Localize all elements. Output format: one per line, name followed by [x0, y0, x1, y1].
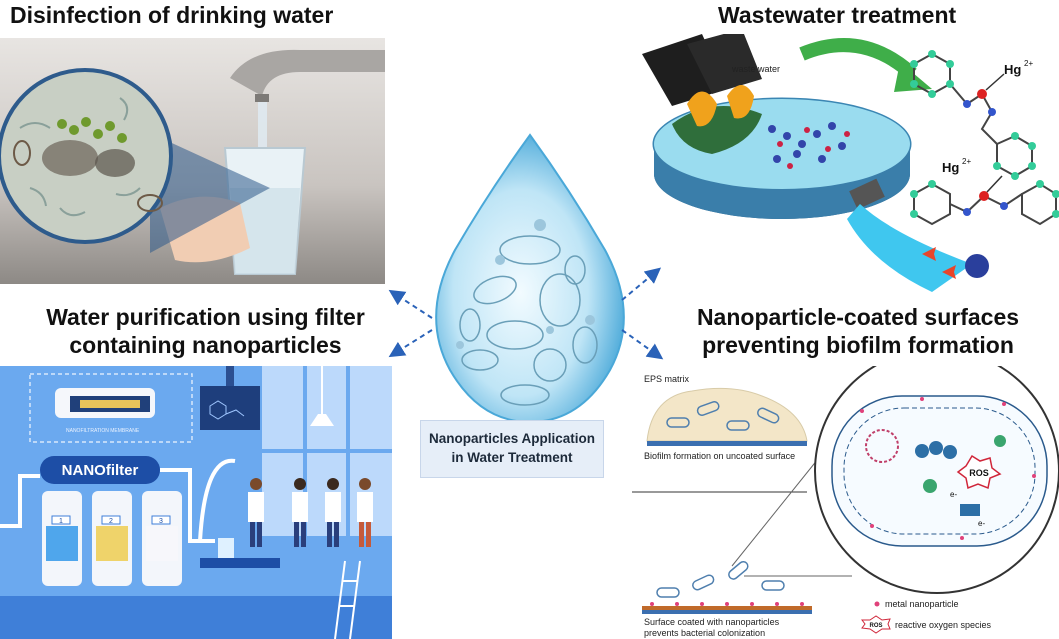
glass-icon [218, 538, 234, 558]
electron-label-1: e- [950, 490, 957, 499]
coated-surface-label-1: Surface coated with nanoparticles [644, 617, 780, 627]
stage-number-3: 3 [159, 518, 163, 525]
zoom-cone [150, 133, 270, 253]
legend-metal-label: metal nanoparticle [885, 599, 959, 609]
faucet-icon [230, 49, 385, 96]
center-caption: Nanoparticles Application in Water Treat… [420, 420, 604, 478]
wastewater-svg: waste water Hg 2+ [642, 34, 1059, 292]
nanofilter-tank [40, 456, 160, 484]
ros-icon [956, 454, 1002, 490]
title-filter-line1: Water purification using filter [46, 304, 365, 330]
uncoated-surface-label: Biofilm formation on uncoated surface [644, 451, 795, 461]
arrow-to-biofilm [621, 329, 664, 360]
title-filter-line2: containing nanoparticles [69, 332, 342, 358]
fish-icon-1 [922, 247, 936, 261]
title-biofilm-line1: Nanoparticle-coated surfaces [696, 304, 1020, 330]
hg-ion-charge-1: 2+ [1024, 59, 1033, 68]
biofilm-illustration: EPS matrix Biofilm formation on uncoated… [632, 366, 1059, 639]
arrow-to-filter [388, 329, 433, 358]
nanofilter-illustration: NANOFILTRATION MEMBRANE NANOfilter 1 2 3 [0, 366, 392, 639]
stage-number-1: 1 [59, 518, 63, 525]
title-biofilm-line2: preventing biofilm formation [702, 332, 1014, 358]
electron-label-2: e- [978, 519, 985, 528]
title-biofilm: Nanoparticle-coated surfaces preventing … [672, 303, 1044, 359]
legend-ros-label: reactive oxygen species [895, 620, 992, 630]
eps-matrix-label: EPS matrix [644, 374, 690, 384]
stage-number-2: 2 [109, 518, 113, 525]
nanofilter-svg: NANOFILTRATION MEMBRANE NANOfilter 1 2 3 [0, 366, 392, 639]
hg-ion-label-2: Hg [942, 160, 959, 175]
legend-ros-mini-label: ROS [869, 623, 882, 629]
nanofilter-label: NANOfilter [62, 462, 139, 479]
outflow-stream [847, 204, 972, 292]
arrow-to-wastewater [621, 267, 662, 301]
bacterium-cell [831, 395, 1048, 547]
biofilm-svg: EPS matrix Biofilm formation on uncoated… [632, 366, 1059, 638]
ros-label: ROS [969, 468, 989, 478]
fish-icon-3 [965, 254, 989, 278]
fish-icon-2 [942, 265, 956, 279]
center-caption-line1: Nanoparticles Application [428, 431, 596, 446]
center-water-drop [435, 133, 625, 424]
hg-ion-charge-2: 2+ [962, 157, 971, 166]
title-wastewater: Wastewater treatment [718, 2, 957, 28]
wastewater-illustration: waste water Hg 2+ [632, 34, 1059, 292]
coated-surface-label-2: prevents bacterial colonization [644, 628, 765, 638]
legend-ros-icon [861, 615, 891, 634]
eps-matrix-blob [646, 387, 808, 442]
hg-ion-label-1: Hg [1004, 62, 1021, 77]
center-caption-line2: in Water Treatment [451, 450, 573, 465]
drinking-water-illustration [0, 49, 385, 275]
membrane-label: NANOFILTRATION MEMBRANE [66, 428, 140, 434]
drinking-water-photo [0, 38, 385, 284]
waste-water-label: waste water [731, 64, 780, 74]
lamp-icon [310, 414, 334, 426]
scientists-icon [248, 478, 373, 547]
water-stream [258, 102, 267, 182]
title-drinking-water: Disinfection of drinking water [10, 2, 334, 28]
legend-metal-icon [874, 601, 880, 607]
title-filter: Water purification using filter containi… [28, 303, 383, 359]
arrow-to-drinking [388, 289, 433, 319]
